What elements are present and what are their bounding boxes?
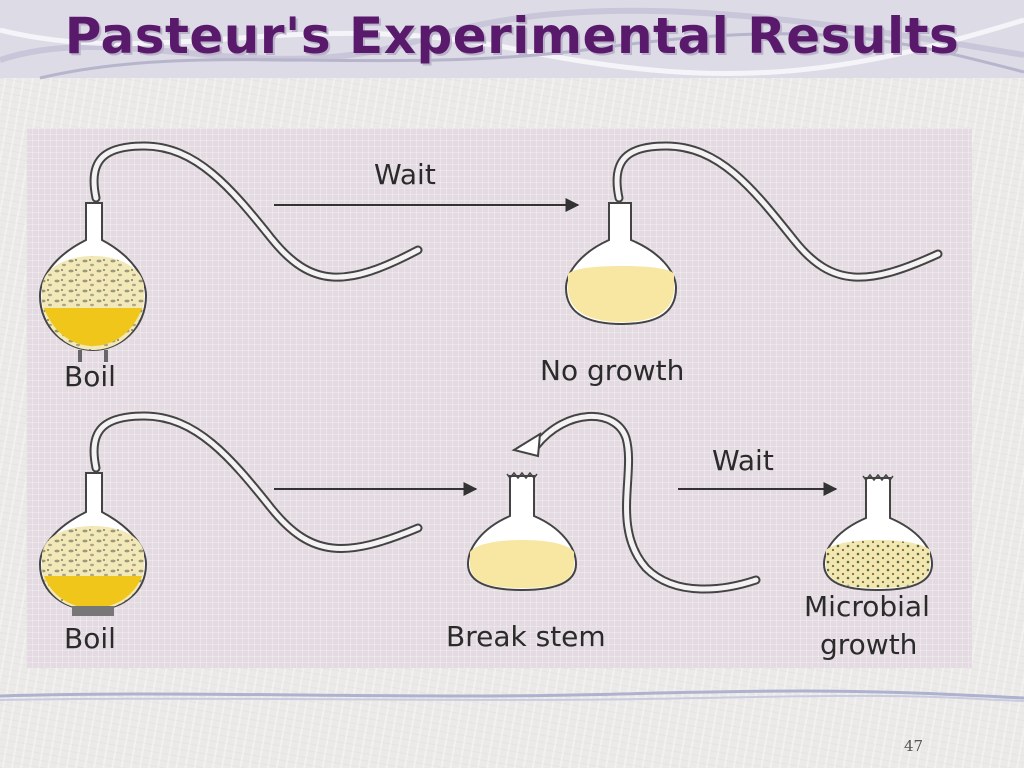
flask-top-boil	[38, 141, 423, 362]
header-band	[0, 0, 1024, 80]
pasteur-diagram: Boil Wait No growth Boil Break stem Wait…	[26, 128, 972, 668]
label-wait-top: Wait	[374, 158, 436, 191]
flask-bottom-microbial-growth	[822, 473, 934, 592]
header-swirl-decoration	[0, 7, 1024, 80]
page-number: 47	[904, 737, 924, 755]
label-boil-bottom: Boil	[64, 622, 116, 655]
label-break-stem: Break stem	[446, 620, 606, 653]
label-no-growth: No growth	[540, 354, 685, 387]
flask-top-no-growth	[564, 141, 943, 326]
label-boil-top: Boil	[64, 360, 116, 393]
footer-divider	[0, 689, 1024, 702]
label-wait-bottom: Wait	[712, 444, 774, 477]
label-microbial: Microbial	[804, 590, 930, 623]
flask-bottom-broken-stem	[466, 412, 761, 594]
label-growth: growth	[820, 628, 918, 661]
slide-title: Pasteur's Experimental Results	[64, 7, 960, 65]
flask-bottom-boil	[38, 411, 423, 616]
